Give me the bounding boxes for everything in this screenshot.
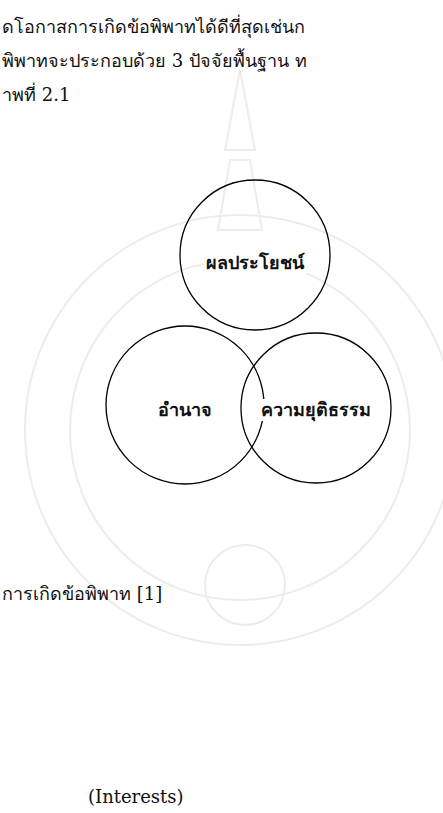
watermark-ring <box>25 215 443 645</box>
body-text: าพที่ 2.1 <box>2 84 70 106</box>
body-text: พิพาทจะประกอบด้วย 3 ปัจจัยพื้นฐาน ท <box>2 50 307 72</box>
circle-node: ผลประโยชน์ <box>179 179 331 331</box>
circle-outline <box>180 180 330 330</box>
circle-label: อำนาจ <box>156 399 214 421</box>
watermark-ring <box>70 260 410 600</box>
watermark-emblem <box>205 545 285 625</box>
circle-node: อำนาจ <box>105 325 265 485</box>
figure-caption: การเกิดข้อพิพาท [1] <box>2 583 162 605</box>
body-text: (Interests) <box>88 786 184 808</box>
body-text: ดโอกาสการเกิดข้อพิพาทได้ดีที่สุดเช่นก <box>2 16 305 38</box>
watermark-spire <box>218 70 262 230</box>
circle-outline <box>241 333 391 483</box>
circle-label: ความยุติธรรม <box>259 399 373 421</box>
circle-outline <box>106 326 264 484</box>
circle-node: ความยุติธรรม <box>240 332 392 484</box>
circle-label: ผลประโยชน์ <box>204 252 306 274</box>
